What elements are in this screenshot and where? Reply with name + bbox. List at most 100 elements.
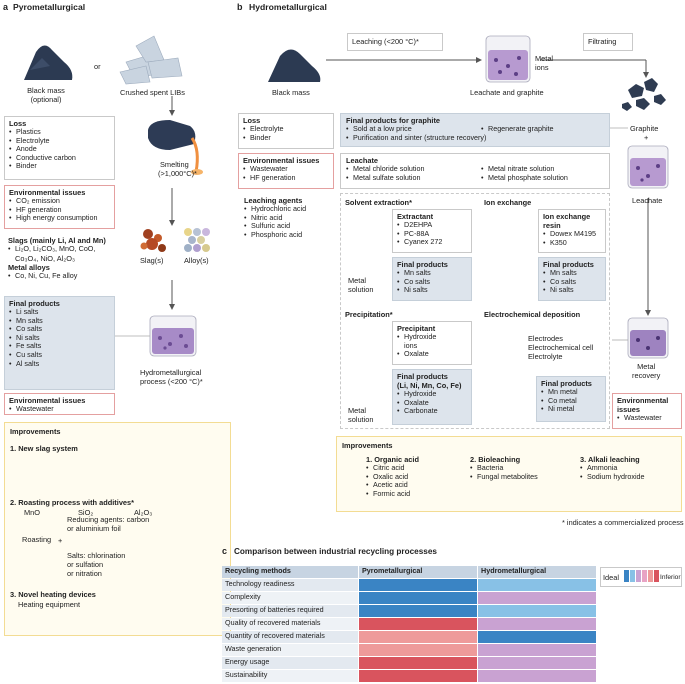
list-item: Hydrochloric acid — [244, 204, 306, 214]
list-item: Ammonia — [580, 463, 645, 473]
smelting-label: Smelting — [160, 160, 189, 169]
list-item: Sulfuric acid — [244, 222, 306, 231]
list-item: Wastewater — [9, 404, 110, 414]
panel-c-letter: c — [222, 546, 228, 556]
solvent-final-box: Final products Mn salts Co salts Ni salt… — [392, 257, 472, 301]
list-item: Co salts — [397, 277, 467, 287]
pyro-rating-cell — [359, 618, 477, 630]
list-item: Dowex M4195 — [543, 229, 601, 239]
env-issues-box-a: Environmental issues CO₂ emission HF gen… — [4, 185, 115, 229]
list-item: Al salts — [9, 359, 110, 369]
pyro-rating-cell — [359, 579, 477, 591]
list-item: Citric acid — [366, 463, 419, 473]
list-item: Hydroxide — [397, 389, 467, 399]
hydro-temp-a: process (<200 °C)* — [140, 377, 203, 386]
electro-final-title: Final products — [541, 379, 592, 388]
final-graphite-box: Final products for graphite Sold at a lo… — [340, 113, 610, 147]
legend-swatch — [642, 570, 647, 582]
env-title-b: Environmental issues — [243, 156, 320, 165]
list-item: Ni salts — [9, 333, 110, 343]
pyro-rating-cell — [359, 631, 477, 643]
table-row-label: Energy usage — [222, 657, 358, 669]
resin-box: Ion exchange resin Dowex M4195 K350 — [538, 209, 606, 253]
electro-label-cell: Electrochemical cell — [528, 343, 594, 352]
list-item: Co salts — [543, 277, 601, 287]
comparison-table: Recycling methods Pyrometallurgical Hydr… — [222, 566, 596, 682]
improvements-title-a: Improvements — [10, 427, 61, 436]
table-row-label: Sustainability — [222, 670, 358, 682]
hydro-rating-cell — [478, 579, 596, 591]
table-header-hydro: Hydrometallurgical — [478, 566, 596, 578]
table-row-label: Complexity — [222, 592, 358, 604]
roasting-label: Roasting — [22, 535, 52, 544]
hydro-rating-cell — [478, 631, 596, 643]
list-item: Sold at a low price — [346, 124, 486, 134]
hydro-label-a: Hydrometallurgical — [140, 368, 202, 377]
list-item: K350 — [543, 238, 601, 248]
legend-swatch — [624, 570, 629, 582]
metal-recovery-label: Metal recovery — [632, 362, 661, 380]
slags-box: Slags (mainly Li, Al and Mn) Li₂O, Li₂CO… — [4, 234, 136, 282]
list-item: Co metal — [541, 396, 601, 406]
solvent-title: Solvent extraction* — [345, 198, 412, 207]
legend-swatch — [630, 570, 635, 582]
pyro-rating-cell — [359, 644, 477, 656]
bioleaching-title: 2. Bioleaching — [470, 455, 521, 464]
list-item: Metal sulfate solution — [346, 173, 425, 183]
improvement-3-item: Heating equipment — [18, 600, 81, 609]
slag-label: Slag(s) — [140, 256, 164, 265]
table-row-label: Waste generation — [222, 644, 358, 656]
precip-final-title-2: (Li, Ni, Mn, Co, Fe) — [397, 381, 462, 390]
list-item: Li salts — [9, 307, 110, 317]
env-issues-box-b2: Environmental issues Wastewater — [612, 393, 682, 429]
resin-title-1: Ion exchange — [543, 212, 591, 221]
alloy-label: Alloy(s) — [184, 256, 209, 265]
metal-solution-1: Metal solution — [348, 276, 374, 294]
improvement-3: 3. Novel heating devices — [10, 590, 96, 599]
or-text: or — [94, 62, 101, 71]
list-item: Mn metal — [541, 387, 601, 397]
leaching-agents-title: Leaching agents — [244, 196, 303, 205]
salts-line1: Salts: chlorination — [67, 551, 126, 560]
ion-final-box: Final products Mn salts Co salts Ni salt… — [538, 257, 606, 301]
solvent-final-title: Final products — [397, 260, 448, 269]
list-item: Li₂O, Li₂CO₃, MnO, CoO, — [8, 244, 132, 254]
improvement-2: 2. Roasting process with additives* — [10, 498, 135, 507]
list-item: Phosphoric acid — [244, 230, 306, 240]
list-item: Nitric acid — [244, 213, 306, 223]
loss-box-a: Loss Plastics Electrolyte Anode Conducti… — [4, 116, 115, 180]
list-item: Carbonate — [397, 407, 467, 416]
legend-swatch — [648, 570, 653, 582]
list-item: Purification and sinter (structure recov… — [346, 133, 486, 143]
list-item: Mn salts — [9, 316, 110, 326]
improvements-box-a — [4, 422, 231, 636]
list-item: Metal phosphate solution — [481, 173, 568, 183]
list-item: Plastics — [9, 127, 110, 137]
list-item: Formic acid — [366, 489, 419, 499]
hydro-rating-cell — [478, 592, 596, 604]
legend-swatch — [654, 570, 659, 582]
list-item: Ni salts — [543, 286, 601, 295]
final-graphite-title: Final products for graphite — [346, 116, 441, 125]
improvements-title-b: Improvements — [342, 441, 393, 450]
graphite-label: Graphite — [630, 124, 659, 133]
improvements-col-3: 3. Alkali leaching Ammonia Sodium hydrox… — [580, 455, 645, 481]
electro-title: Electrochemical deposition — [484, 310, 581, 319]
pyro-rating-cell — [359, 657, 477, 669]
list-item: Ni metal — [541, 405, 601, 414]
salts-line2: or sulfation — [67, 560, 104, 569]
extractant-box: Extractant D2EHPA PC-88A Cyanex 272 — [392, 209, 472, 253]
metal-ions-label: Metal ions — [535, 54, 554, 72]
hydro-rating-cell — [478, 618, 596, 630]
list-item: Wastewater — [243, 164, 329, 174]
resin-title-2: resin — [543, 221, 561, 230]
panel-b-title: Hydrometallurgical — [249, 2, 327, 12]
final-products-box-a: Final products Li salts Mn salts Co salt… — [4, 296, 115, 390]
slags-line2: Co₃O₄, NiO, Al₂O₃ — [15, 253, 75, 263]
list-item: Oxalate — [397, 350, 467, 359]
oxide-al2o3: Al₂O₃ — [134, 508, 153, 517]
smelting-temp: (>1,000°C)* — [158, 169, 197, 178]
loss-title-a: Loss — [9, 119, 27, 128]
legend-ideal: Ideal — [603, 573, 620, 582]
list-item: Acetic acid — [366, 481, 419, 490]
